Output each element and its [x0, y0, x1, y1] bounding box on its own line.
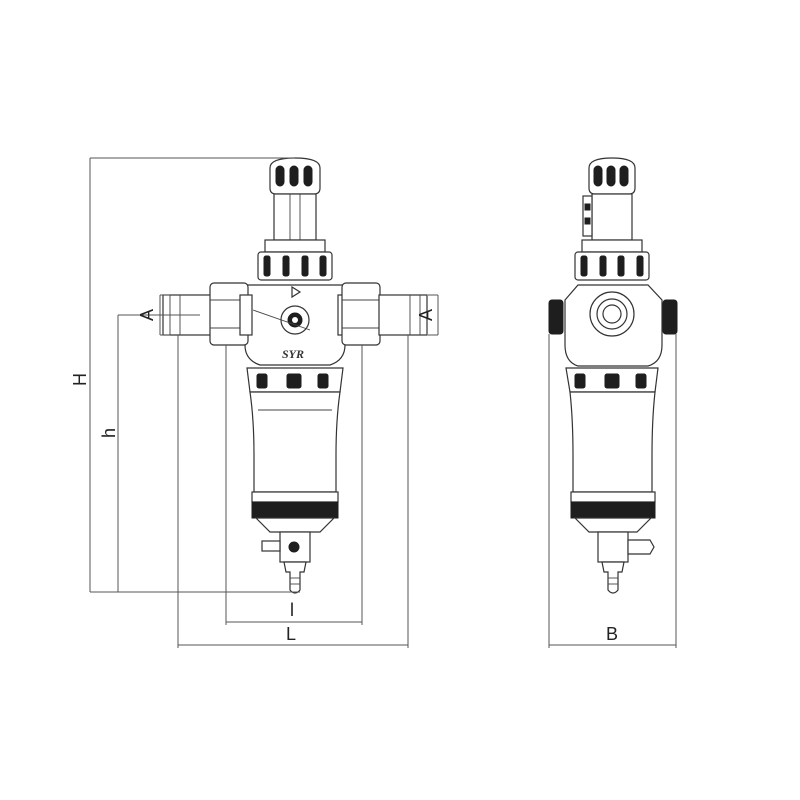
dimension-A-left-label: A [137, 309, 157, 321]
dimension-h-label: h [99, 428, 119, 438]
front-adjustment-knob [269, 157, 321, 241]
flow-arrow-icon [291, 285, 302, 299]
dimension-H-label: H [70, 373, 90, 386]
side-view [548, 157, 678, 594]
front-filter-bowl [249, 391, 341, 493]
side-valve-body [548, 284, 678, 367]
front-upper-nut [257, 239, 333, 281]
side-filter-bowl [569, 391, 656, 493]
dimension-L-label: L [286, 624, 296, 644]
side-upper-nut [574, 239, 650, 281]
front-drain-valve [261, 531, 311, 594]
dimension-B-label: B [606, 624, 618, 644]
front-left-connection [162, 282, 253, 346]
side-drain-valve [597, 531, 655, 594]
front-right-connection [337, 282, 428, 346]
dimension-A-right-label: A [416, 309, 436, 321]
logo-text: SYR [282, 347, 304, 361]
front-view: SYR [162, 157, 428, 594]
side-adjustment-knob [582, 157, 636, 241]
dimension-l-label: l [290, 600, 294, 620]
front-valve-body: SYR [244, 284, 346, 366]
side-bowl-collar [565, 367, 659, 393]
front-dimensions: H h A A l L [70, 157, 439, 648]
front-bottom-ring [251, 491, 339, 533]
side-bottom-ring [570, 491, 656, 533]
side-dimensions: B [548, 334, 677, 648]
front-bowl-collar [246, 367, 344, 393]
